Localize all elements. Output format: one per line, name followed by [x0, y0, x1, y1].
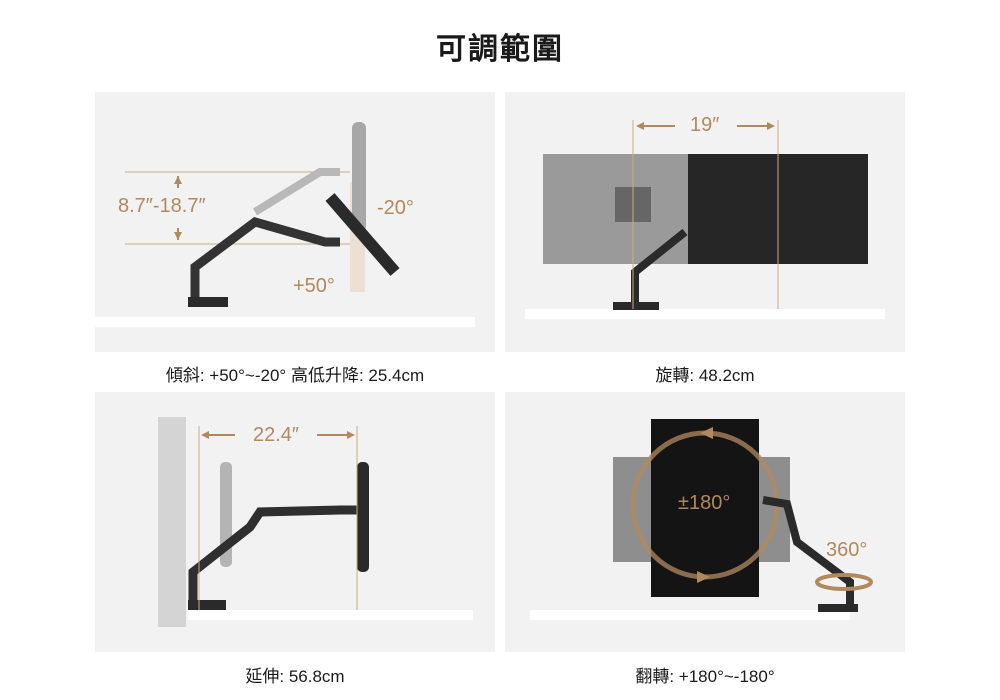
- extension-depth-label: 22.4″: [253, 424, 300, 446]
- tilt-height-caption: 傾斜: +50°~-20° 高低升降: 25.4cm: [165, 366, 425, 385]
- monitor-extension-icon: [158, 417, 473, 627]
- swivel-illustration: 19″: [505, 92, 905, 352]
- height-range-label: 8.7″-18.7″: [118, 195, 206, 217]
- tilt-height-illustration: 8.7″-18.7″ -20° +50°: [95, 92, 495, 352]
- page-title: 可調範圍: [436, 33, 564, 66]
- swivel-width-label: 19″: [690, 114, 720, 136]
- rotation-caption: 翻轉: +180°~-180°: [635, 667, 775, 686]
- monitor-rotation-icon: [530, 419, 873, 620]
- extension-caption: 延伸: 56.8cm: [245, 667, 345, 686]
- tilt-down-label: -20°: [377, 197, 414, 219]
- rotation-label: ±180°: [678, 492, 731, 514]
- rotation-illustration: ±180° 360°: [505, 392, 905, 652]
- base-rotation-label: 360°: [826, 539, 868, 561]
- swivel-caption: 旋轉: 48.2cm: [655, 366, 755, 385]
- tilt-up-label: +50°: [293, 275, 335, 297]
- monitor-swivel-icon: [525, 120, 885, 319]
- extension-illustration: 22.4″: [95, 392, 495, 652]
- monitor-arm-tilt-icon: [95, 122, 475, 327]
